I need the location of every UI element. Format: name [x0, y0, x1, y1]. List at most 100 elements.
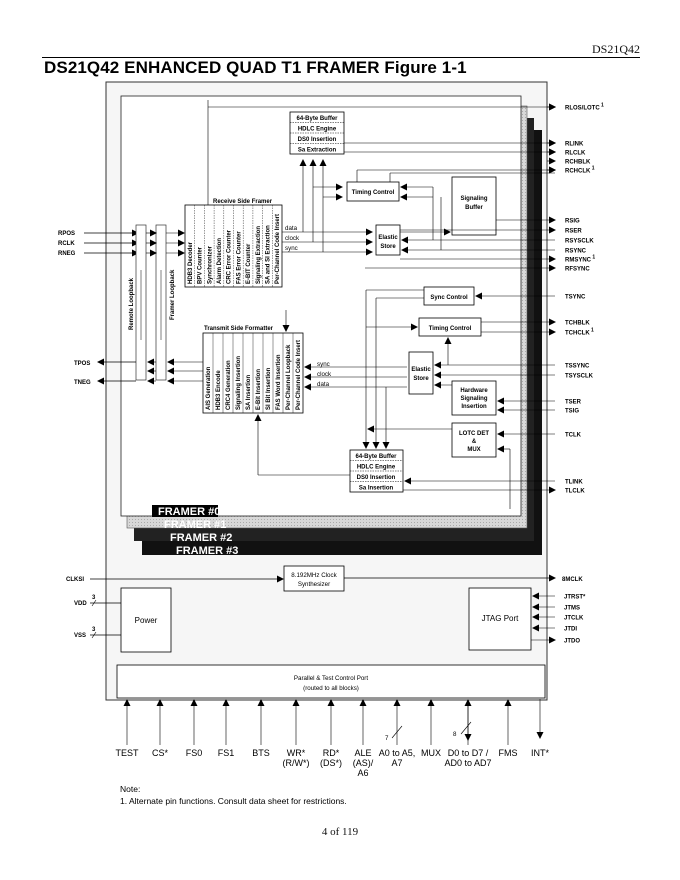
- rx-framer-col-6: E-BIT Counter: [246, 243, 252, 284]
- tx-formatter-col-2: CRC4 Generation: [226, 360, 232, 410]
- pin-rpos: RPOS: [58, 231, 75, 237]
- bottom-pin-12-line-0: INT*: [531, 748, 549, 758]
- tx-timing-control-label: Timing Control: [429, 326, 472, 332]
- tx-bus-data: data: [317, 381, 330, 388]
- bottom-pin-10-line-1: AD0 to AD7: [444, 758, 491, 768]
- framer-label-0: FRAMER #0: [158, 506, 220, 518]
- note-heading: Note:: [120, 784, 141, 794]
- bottom-pin-10-line-0: D0 to D7 /: [448, 748, 489, 758]
- tx-formatter-col-0: AIS Generation: [206, 366, 212, 410]
- pin-tpos: TPOS: [74, 361, 90, 367]
- port-line2: (routed to all blocks): [303, 685, 359, 692]
- rx-bus-sync: sync: [285, 245, 298, 252]
- lotc-line3: MUX: [467, 447, 480, 453]
- jtag-label: JTAG Port: [482, 614, 520, 623]
- vss-bus-width: 3: [92, 627, 96, 633]
- bottom-pin-5-line-0: WR*: [287, 748, 306, 758]
- bottom-pin-7-line-0: ALE: [354, 748, 371, 758]
- tx-hdlc-row-2: DS0 Insertion: [357, 475, 396, 481]
- pin-jtms: JTMS: [564, 606, 580, 612]
- rx-framer-col-8: SA and SI Extraction: [265, 225, 271, 284]
- pin-jtclk: JTCLK: [564, 616, 584, 622]
- tx-bus-sync: sync: [317, 361, 330, 368]
- rx-framer-col-1: BPV Counter: [198, 246, 204, 284]
- tx-elastic-store-line2: Store: [413, 376, 429, 382]
- addr-bus-width: 7: [385, 735, 389, 742]
- framer-label-1: FRAMER #1: [164, 519, 226, 531]
- rx-framer-col-3: Alarm Detection: [217, 238, 223, 284]
- bottom-pin-11-line-0: FMS: [499, 748, 518, 758]
- tx-formatter-col-9: Per-Channel Code Insert: [296, 340, 302, 410]
- pin-rser: RSER: [565, 229, 582, 235]
- pin-8mclk: 8MCLK: [562, 577, 583, 583]
- port-line1: Parallel & Test Control Port: [294, 675, 368, 682]
- rx-framer-col-7: Signaling Extraction: [256, 226, 262, 284]
- signaling-buffer-line2: Buffer: [465, 205, 483, 211]
- pin-vdd: VDD: [74, 601, 87, 607]
- rx-hdlc-block: 64-Byte Buffer HDLC Engine DS0 Insertion…: [289, 111, 345, 155]
- jtag-port: [468, 587, 532, 651]
- data-bus-width: 8: [453, 731, 457, 738]
- rx-framer-col-4: CRC Error Counter: [227, 229, 233, 284]
- tx-hdlc-row-3: Sa Insertion: [359, 486, 394, 492]
- pin-tlclk: TLCLK: [565, 489, 585, 495]
- pin-jtdo: JTDO: [564, 639, 580, 645]
- rx-hdlc-row-3: Sa Extraction: [298, 148, 337, 154]
- pin-rsync: RSYNC: [565, 249, 587, 255]
- rx-timing-control: [346, 181, 400, 202]
- tx-formatter-col-3: Signaling Insertion: [236, 356, 242, 410]
- bottom-pin-9-line-0: MUX: [421, 748, 441, 758]
- pin-tchblk: TCHBLK: [565, 321, 590, 327]
- rx-elastic-store-line2: Store: [380, 244, 396, 250]
- bottom-pin-6-line-1: (DS*): [320, 758, 342, 768]
- pin-rlink: RLINK: [565, 142, 584, 148]
- rx-hdlc-row-1: HDLC Engine: [298, 127, 337, 133]
- rx-elastic-store: [375, 224, 401, 256]
- hw-sig-line3: Insertion: [461, 404, 487, 410]
- bottom-pin-6-line-0: RD*: [323, 748, 340, 758]
- bottom-pin-8-line-1: A7: [391, 758, 402, 768]
- parallel-test-control-port: [116, 664, 546, 699]
- rx-framer-col-5: FAS Error Counter: [236, 231, 242, 284]
- clock-synth-line2: Synthesizer: [298, 581, 330, 588]
- pin-rneg: RNEG: [58, 251, 76, 257]
- bottom-pin-1-line-0: CS*: [152, 748, 169, 758]
- tx-elastic-store-line1: Elastic: [411, 367, 431, 373]
- pin-rlclk: RLCLK: [565, 151, 586, 157]
- pin-rfsync: RFSYNC: [565, 267, 590, 273]
- sync-control-label: Sync Control: [430, 295, 468, 301]
- tx-formatter-col-8: Per-Channel Loopback: [286, 344, 292, 410]
- hw-sig-line1: Hardware: [460, 388, 488, 394]
- tx-bus-clock: clock: [317, 371, 332, 378]
- tx-formatter-col-1: HDB3 Encode: [216, 370, 222, 410]
- lotc-line2: &: [472, 439, 477, 445]
- page-title: DS21Q42 ENHANCED QUAD T1 FRAMER Figure 1…: [44, 58, 467, 77]
- framer-loopback-label: Framer Loopback: [170, 269, 176, 320]
- pin-tsysclk: TSYSCLK: [565, 374, 594, 380]
- vdd-bus-width: 3: [92, 595, 96, 601]
- pin-rsig: RSIG: [565, 219, 580, 225]
- lotc-line1: LOTC DET: [459, 431, 489, 437]
- clock-synthesizer: [283, 565, 345, 592]
- signaling-buffer-line1: Signaling: [461, 196, 488, 202]
- pin-tclk: TCLK: [565, 433, 582, 439]
- pin-rmsync: RMSYNC 1: [565, 255, 595, 264]
- hw-sig-line2: Signaling: [461, 396, 488, 402]
- pin-vss: VSS: [74, 633, 86, 639]
- rx-framer-col-0: HDB3 Decoder: [188, 241, 194, 284]
- pin-rclk: RCLK: [58, 241, 75, 247]
- pin-tsig: TSIG: [565, 409, 579, 415]
- document-id: DS21Q42: [591, 42, 640, 56]
- receive-inputs: RPOS RCLK RNEG: [58, 229, 139, 257]
- tx-formatter-col-6: SI Bit Insertion: [266, 367, 272, 410]
- pin-tneg: TNEG: [74, 380, 91, 386]
- pin-tsync: TSYNC: [565, 295, 586, 301]
- pin-jtrst: JTRST*: [564, 595, 586, 601]
- rx-framer-col-2: Synchronizer: [207, 245, 213, 284]
- framer-label-2: FRAMER #2: [170, 532, 232, 544]
- bottom-pin-8-line-0: A0 to A5,: [379, 748, 416, 758]
- framer-label-3: FRAMER #3: [176, 545, 238, 557]
- transmit-formatter-title: Transmit Side Formatter: [204, 326, 274, 332]
- pin-rchclk: RCHCLK 1: [565, 166, 595, 175]
- pin-tser: TSER: [565, 400, 582, 406]
